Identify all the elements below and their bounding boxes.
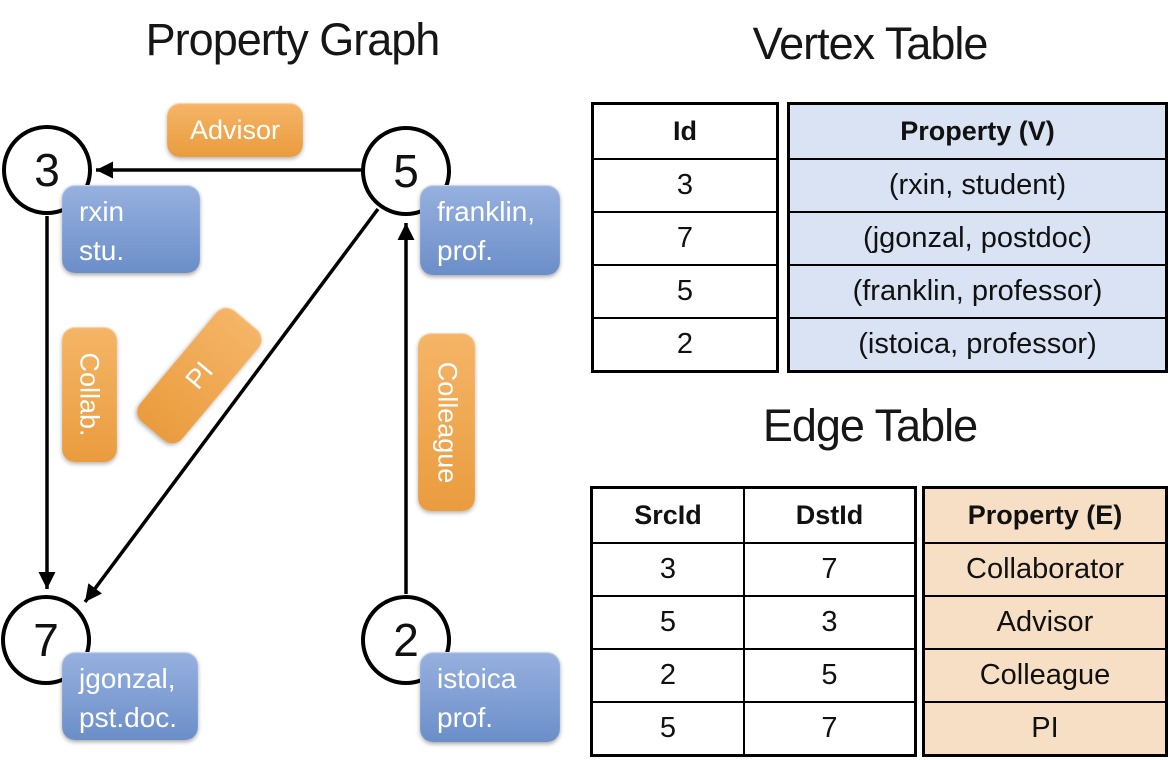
edge-label-text: Colleague: [432, 361, 462, 483]
graph-edges-layer: [38, 161, 415, 604]
edge-src-cell: 2: [593, 648, 743, 701]
graph-title: Property Graph: [145, 14, 441, 65]
edge-table-property-column: Property (E) Collaborator Advisor Collea…: [922, 486, 1168, 757]
edge-label-text: Collab.: [75, 352, 106, 437]
edge-dst-cell: 5: [743, 648, 914, 701]
vertex-property-box-istoica: istoica prof.: [420, 652, 560, 742]
node-5-id: 5: [393, 145, 419, 197]
graph-node-2: 2: [361, 595, 451, 685]
edge-property-cell: Advisor: [925, 595, 1165, 648]
vertex-property-cell: (istoica, professor): [790, 317, 1165, 370]
vertex-table-header-id: Id: [673, 116, 697, 146]
graph-node-5: 5: [361, 126, 451, 216]
vertex-table-header-property: Property (V): [790, 105, 1165, 158]
edge-src-cell: 5: [593, 595, 743, 648]
vertex-property-line: franklin,: [437, 196, 536, 227]
vertex-id-cell: 7: [594, 211, 776, 264]
vertex-id-cell: 2: [594, 317, 776, 370]
edge-pi-5-to-7: [83, 207, 380, 604]
edge-table-header-dstid: DstId: [743, 489, 914, 542]
edge-label-text: Advisor: [189, 114, 281, 145]
vertex-property-line: prof.: [437, 701, 494, 733]
vertex-table-title: Vertex Table: [752, 18, 989, 69]
vertex-id-cell: 5: [594, 264, 776, 317]
edge-dst-cell: 3: [743, 595, 914, 648]
vertex-property-box-rxin: rxin stu.: [62, 185, 200, 273]
edge-table-title: Edge Table: [762, 400, 978, 451]
edge-label-text: PI: [179, 355, 219, 395]
edge-label-collab: Collab.: [62, 327, 117, 462]
edge-property-cell: Collaborator: [925, 542, 1165, 595]
edge-dst-cell: 7: [743, 542, 914, 595]
edge-label-advisor: Advisor: [167, 103, 303, 157]
edge-table-id-columns: SrcId DstId 3 7 5 3 2 5 5 7: [590, 486, 917, 757]
vertex-table-property-column: Property (V) (rxin, student) (jgonzal, p…: [787, 102, 1168, 373]
edge-property-cell: Colleague: [925, 648, 1165, 701]
edge-dst-cell: 7: [743, 701, 914, 754]
node-2-id: 2: [393, 614, 419, 666]
node-3-id: 3: [34, 144, 60, 196]
vertex-property-cell: (franklin, professor): [790, 264, 1165, 317]
vertex-property-line: jgonzal,: [79, 663, 176, 694]
edge-src-cell: 3: [593, 542, 743, 595]
vertex-property-line: rxin: [79, 196, 125, 227]
vertex-property-line: prof.: [437, 234, 494, 266]
vertex-id-cell: 3: [594, 158, 776, 211]
vertex-property-box-franklin: franklin, prof.: [420, 185, 560, 275]
edge-property-cell: PI: [925, 701, 1165, 754]
vertex-property-line: stu.: [79, 234, 125, 266]
vertex-property-line: istoica: [437, 663, 517, 694]
vertex-property-cell: (jgonzal, postdoc): [790, 211, 1165, 264]
vertex-table-id-column: Id 3 7 5 2: [591, 102, 779, 373]
node-7-id: 7: [33, 614, 59, 666]
vertex-property-cell: (rxin, student): [790, 158, 1165, 211]
edge-label-colleague: Colleague: [418, 333, 475, 511]
edge-table-header-property: Property (E): [925, 489, 1165, 542]
edge-src-cell: 5: [593, 701, 743, 754]
edge-table-header-srcid: SrcId: [634, 500, 702, 530]
vertex-property-line: pst.doc.: [79, 701, 178, 733]
vertex-property-box-jgonzal: jgonzal, pst.doc.: [62, 652, 198, 740]
